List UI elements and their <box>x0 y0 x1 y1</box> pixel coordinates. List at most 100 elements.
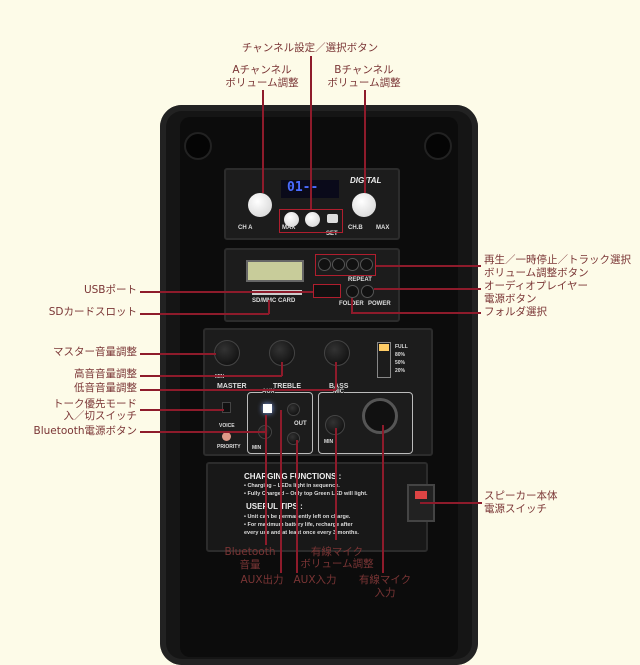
callout-line <box>280 410 282 573</box>
callout-play: 再生／一時停止／トラック選択ボリューム調整ボタン <box>484 254 631 279</box>
priority-led <box>222 432 231 441</box>
voice-label: VOICE <box>219 423 235 429</box>
callout-line <box>140 409 224 411</box>
callout-sd: SDカードスロット <box>48 306 137 318</box>
mic-input-jack[interactable] <box>362 398 398 434</box>
callout-line <box>335 362 337 390</box>
tips-line: every use and at least once every 3 mont… <box>244 530 359 536</box>
usb-port[interactable] <box>313 284 341 298</box>
stop-button[interactable] <box>346 258 359 271</box>
aux-out-jack[interactable] <box>287 403 300 416</box>
player-lcd <box>246 260 304 282</box>
charging-line: • Fully Charged – Only top Green LED wil… <box>244 491 368 497</box>
folder-button[interactable] <box>346 285 359 298</box>
callout-folder: フォルダ選択 <box>484 306 547 318</box>
set-label: SET <box>326 231 338 237</box>
callout-line <box>140 313 269 315</box>
channel-up-button[interactable] <box>284 212 299 227</box>
callout-line <box>140 389 336 391</box>
aux-label: AUX <box>262 389 275 396</box>
callout-line <box>140 353 216 355</box>
bass-knob[interactable] <box>324 340 350 366</box>
max-label: MAX <box>282 225 296 231</box>
callout-usb: USBポート <box>83 284 137 296</box>
battery-levels: FULL 80% 50% 20% <box>395 343 408 375</box>
callout-line <box>265 415 267 545</box>
battery-80: 80% <box>395 352 406 358</box>
channel-down-button[interactable] <box>305 212 320 227</box>
digital-label: DIGITAL <box>350 176 382 185</box>
priority-label: PRIORITY <box>217 444 241 450</box>
callout-treble: 高音音量調整 <box>74 368 137 380</box>
power-label: POWER <box>368 301 391 307</box>
callout-line <box>140 291 313 293</box>
audio-power-button[interactable] <box>361 285 374 298</box>
callout-line <box>296 440 298 573</box>
mic-section: MIC MIN <box>318 389 413 454</box>
callout-bt-power: Bluetooth電源ボタン <box>33 425 137 437</box>
callout-line <box>351 312 481 314</box>
callout-aux-out: AUX出力 <box>240 574 284 586</box>
ch-b-volume-knob[interactable] <box>352 193 376 217</box>
callout-channel-select: チャンネル設定／選択ボタン <box>241 42 379 54</box>
next-button[interactable] <box>332 258 345 271</box>
callout-line <box>376 265 481 267</box>
channel-buttons-highlight <box>279 209 343 233</box>
out-label: OUT <box>294 421 307 427</box>
aux-min-label: MIN <box>252 445 262 451</box>
repeat-label: REPEAT <box>348 277 372 283</box>
callout-ch-b: Bチャンネルボリューム調整 <box>327 64 401 89</box>
ch-a-volume-knob[interactable] <box>248 193 272 217</box>
callout-bass: 低音音量調整 <box>74 382 137 394</box>
callout-master: マスター音量調整 <box>53 346 137 358</box>
treble-label: TREBLE <box>273 383 301 390</box>
set-button[interactable] <box>327 214 338 223</box>
callout-talk: トーク優先モード入／切スイッチ <box>53 398 137 422</box>
callout-line <box>262 90 264 193</box>
sd-card-slot[interactable] <box>252 290 302 295</box>
bass-label: BASS <box>329 383 349 390</box>
callout-line <box>268 300 270 314</box>
callout-line <box>281 362 283 376</box>
battery-indicator <box>377 342 391 378</box>
charging-line: • Charging – LEDs light in sequence. <box>244 483 340 489</box>
bluetooth-power-button[interactable] <box>263 404 272 413</box>
callout-line <box>364 90 366 193</box>
ch-b-label: CH.B <box>348 225 363 231</box>
callout-line <box>335 428 337 540</box>
callout-line <box>140 431 265 433</box>
mic-min-label: MIN <box>324 439 334 445</box>
ch-a-label: CH A <box>238 225 253 231</box>
charging-title: CHARGING FUNCTIONS : <box>244 472 342 481</box>
play-pause-button[interactable] <box>360 258 373 271</box>
callout-audio-power: オーディオプレイヤー電源ボタン <box>484 280 588 305</box>
corner-hole <box>424 132 452 160</box>
callout-aux-in: AUX入力 <box>293 574 337 586</box>
callout-line <box>420 502 482 504</box>
callout-line <box>382 425 384 573</box>
master-volume-knob[interactable] <box>214 340 240 366</box>
treble-knob[interactable] <box>269 340 295 366</box>
callout-ch-a: Aチャンネルボリューム調整 <box>225 64 299 89</box>
corner-hole <box>184 132 212 160</box>
callout-line <box>351 298 353 312</box>
max-label: MAX <box>376 225 390 231</box>
mic-label: MIC <box>333 389 344 396</box>
previous-button[interactable] <box>318 258 331 271</box>
tips-title: USEFUL TIPS : <box>246 502 303 511</box>
battery-20: 20% <box>395 368 406 374</box>
callout-mic-in: 有線マイク入力 <box>358 574 412 599</box>
aux-in-jack[interactable] <box>287 432 300 445</box>
charging-info-panel: CHARGING FUNCTIONS : • Charging – LEDs l… <box>206 462 428 552</box>
tips-line: • For maximum battery life, recharge aft… <box>244 522 353 528</box>
callout-mic-volume: 有線マイクボリューム調整 <box>300 546 374 570</box>
talk-priority-switch[interactable] <box>222 402 231 413</box>
battery-50: 50% <box>395 360 406 366</box>
battery-full: FULL <box>395 344 408 350</box>
sd-card-label: SD/MMC CARD <box>252 298 296 304</box>
player-buttons-highlight <box>315 254 376 276</box>
callout-line <box>310 56 312 209</box>
callout-line <box>374 288 481 290</box>
master-min-label: MIN <box>215 374 225 380</box>
